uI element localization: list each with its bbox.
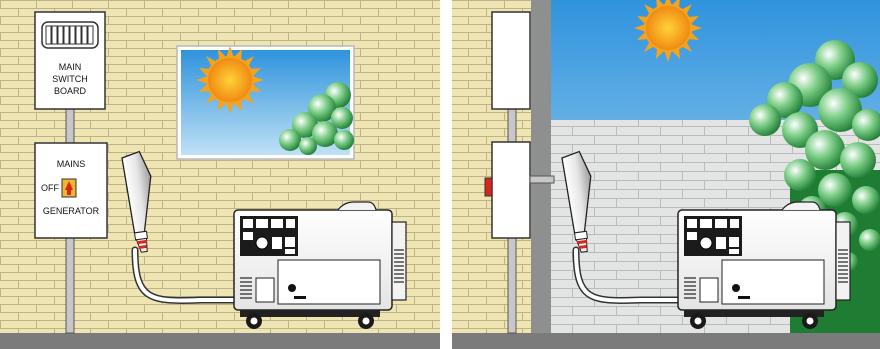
changeover-box-side <box>491 141 531 239</box>
changeover-title: MAINS <box>57 159 86 169</box>
right-scene <box>452 0 880 349</box>
switchboard-label-line2: SWITCH <box>52 74 88 84</box>
window <box>176 45 355 160</box>
conduit <box>529 175 555 184</box>
changeover-switch-icon[interactable] <box>61 178 77 198</box>
changeover-off-label: OFF <box>41 183 59 193</box>
changeover-switch-box: MAINS OFF GENERATOR <box>34 142 108 239</box>
generator-icon <box>233 201 407 330</box>
ground-right <box>452 333 880 349</box>
changeover-generator-label: GENERATOR <box>43 206 100 216</box>
switchboard-label-line1: MAIN <box>59 62 82 72</box>
ground <box>0 333 440 349</box>
left-scene: MAIN SWITCH BOARD MAINS OFF GENERATOR <box>0 0 440 349</box>
switchboard-icon: MAIN SWITCH BOARD <box>34 11 106 110</box>
sun-icon <box>196 46 264 114</box>
switch-handle-side <box>484 177 493 197</box>
switchboard-label-line3: BOARD <box>54 86 87 96</box>
tree-icon <box>279 82 354 155</box>
switchboard-side <box>491 11 531 110</box>
generator-icon-right <box>677 201 851 330</box>
wall-side <box>531 0 551 333</box>
